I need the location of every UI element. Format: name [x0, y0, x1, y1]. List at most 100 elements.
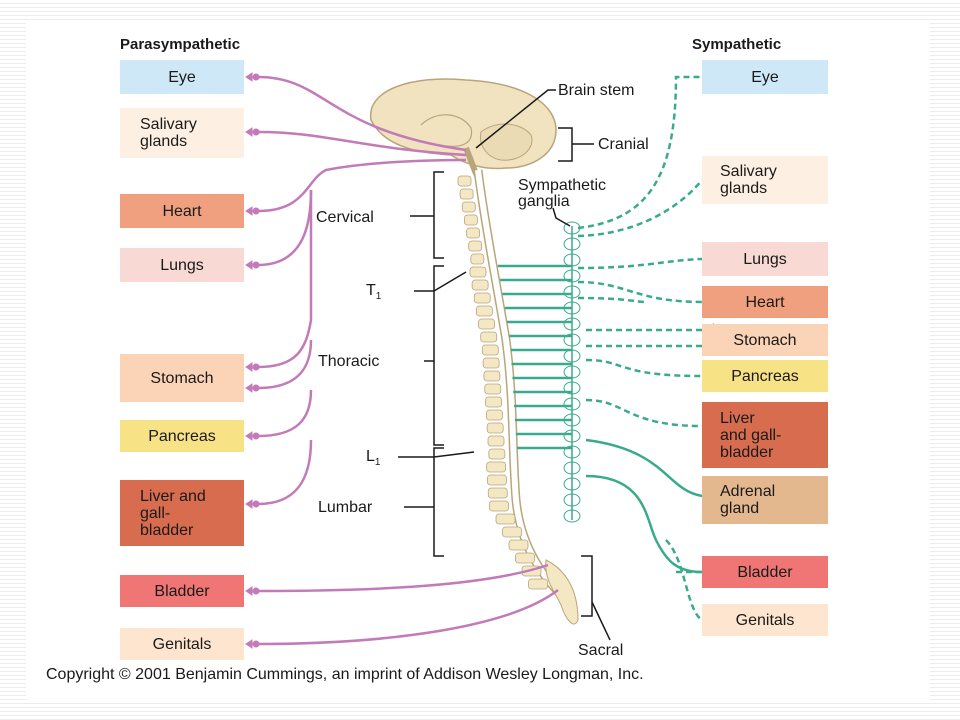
- para-nerve-genitals: [257, 589, 559, 646]
- sacrum: [545, 559, 579, 625]
- organ-label: Stomach: [150, 369, 214, 387]
- vertebrae-column: [457, 175, 579, 625]
- vertebra: [482, 357, 500, 369]
- ganglion: [563, 461, 581, 475]
- sacral-label: Sacral: [578, 642, 624, 659]
- para-nerve-eye: [257, 75, 467, 152]
- sym-nerve-pancreas: [585, 358, 703, 378]
- vertebra: [485, 409, 503, 421]
- vertebra: [515, 552, 535, 564]
- l1-subscript: 1: [374, 457, 381, 469]
- brain-stem-label: Brain stem: [558, 82, 635, 99]
- sympathetic-bladder-box: Bladder: [702, 556, 828, 588]
- para-arrow: [245, 127, 260, 137]
- sympathetic-header: Sympathetic: [692, 36, 782, 53]
- vertebra: [528, 578, 548, 590]
- cervical-label: Cervical: [316, 209, 374, 226]
- parasympathetic-bladder-box: Bladder: [120, 575, 244, 607]
- vertebra: [475, 305, 493, 317]
- sym-nerve-salivary: [577, 179, 703, 238]
- para-nerve-stomach-1: [257, 190, 313, 369]
- ganglion: [563, 429, 581, 443]
- brain-illustration: [370, 78, 557, 180]
- region-brackets: [398, 89, 611, 641]
- para-arrow: [245, 586, 260, 596]
- vertebra: [480, 331, 498, 343]
- vertebra: [483, 370, 501, 382]
- organ-label: Pancreas: [148, 427, 216, 445]
- para-nerve-pancreas: [257, 389, 313, 438]
- parasympathetic-eye-box: Eye: [120, 60, 244, 94]
- vertebra: [473, 292, 491, 304]
- para-arrow: [245, 639, 260, 649]
- para-nerve-stomach-2: [257, 339, 313, 390]
- sympathetic-lungs-box: Lungs: [702, 242, 828, 276]
- sympathetic-adrenal-gland-box: Adrenal gland: [702, 476, 828, 524]
- vertebra: [469, 266, 487, 278]
- ganglion: [563, 509, 581, 523]
- organ-label: Genitals: [152, 635, 212, 653]
- vertebra: [502, 526, 522, 538]
- organ-label: Pancreas: [731, 367, 799, 385]
- copyright-notice: Copyright © 2001 Benjamin Cummings, an i…: [46, 666, 644, 683]
- parasympathetic-lungs-box: Lungs: [120, 248, 244, 282]
- l1-label: L1: [366, 448, 380, 471]
- vertebra: [489, 500, 509, 512]
- organ-label: Salivary glands: [720, 163, 777, 197]
- parasympathetic-liver-gallbladder-box: Liver and gall- bladder: [120, 480, 244, 546]
- parasympathetic-stomach-box: Stomach: [120, 354, 244, 402]
- vertebra: [459, 188, 474, 200]
- parasympathetic-nerves: [245, 72, 559, 649]
- para-arrow: [245, 72, 260, 82]
- vertebra: [486, 461, 507, 473]
- vertebra: [481, 344, 499, 356]
- organ-label: Heart: [745, 293, 785, 311]
- sympathetic-heart-box: Heart: [702, 286, 828, 318]
- vertebra: [486, 422, 504, 434]
- ganglion: [563, 333, 581, 347]
- t1-letter: T: [366, 282, 376, 299]
- vertebra: [495, 513, 516, 525]
- ganglion: [563, 445, 581, 459]
- sym-nerve-heart: [577, 280, 703, 304]
- vertebra: [487, 487, 508, 499]
- organ-label: Bladder: [737, 563, 793, 581]
- vertebra: [470, 253, 485, 265]
- parasympathetic-genitals-box: Genitals: [120, 628, 244, 660]
- cranial-label: Cranial: [598, 136, 649, 153]
- sympathetic-pancreas-box: Pancreas: [702, 360, 828, 392]
- vertebra: [457, 175, 472, 187]
- parasympathetic-header: Parasympathetic: [120, 36, 241, 53]
- diagram-canvas: Parasympathetic Sympathetic Eye Salivary…: [26, 20, 930, 700]
- sympathetic-salivary-glands-box: Salivary glands: [702, 156, 828, 204]
- ganglion: [563, 237, 581, 251]
- para-arrow: [245, 383, 260, 393]
- sympathetic-stomach-box: Stomach: [702, 324, 828, 356]
- vertebra: [478, 318, 495, 330]
- para-nerve-salivary: [257, 130, 467, 157]
- para-nerve-bladder: [257, 563, 549, 593]
- vertebra: [466, 227, 480, 239]
- para-arrow: [245, 499, 260, 509]
- ganglion: [563, 285, 581, 299]
- sym-nerve-eye: [577, 75, 702, 230]
- sympathetic-eye-box: Eye: [702, 60, 828, 94]
- organ-label: Bladder: [154, 582, 210, 600]
- vertebra: [487, 435, 505, 447]
- para-arrow: [245, 206, 260, 216]
- lumbar-label: Lumbar: [318, 499, 373, 516]
- sym-nerve-heart-2: [577, 296, 647, 304]
- ganglion: [563, 477, 581, 491]
- sympathetic-genitals-box: Genitals: [702, 604, 828, 636]
- vertebra: [464, 214, 478, 226]
- vertebra: [485, 396, 502, 408]
- organ-label: Lungs: [743, 250, 787, 268]
- sympathetic-ganglia-label: Sympathetic ganglia: [518, 177, 607, 210]
- organ-label: Lungs: [160, 256, 204, 274]
- vertebra: [508, 539, 529, 551]
- para-nerve-heart: [257, 158, 467, 213]
- organ-label: Liver and gall- bladder: [720, 409, 782, 461]
- vertebra: [488, 448, 506, 460]
- vertebra: [484, 383, 502, 395]
- thoracic-label: Thoracic: [318, 353, 380, 370]
